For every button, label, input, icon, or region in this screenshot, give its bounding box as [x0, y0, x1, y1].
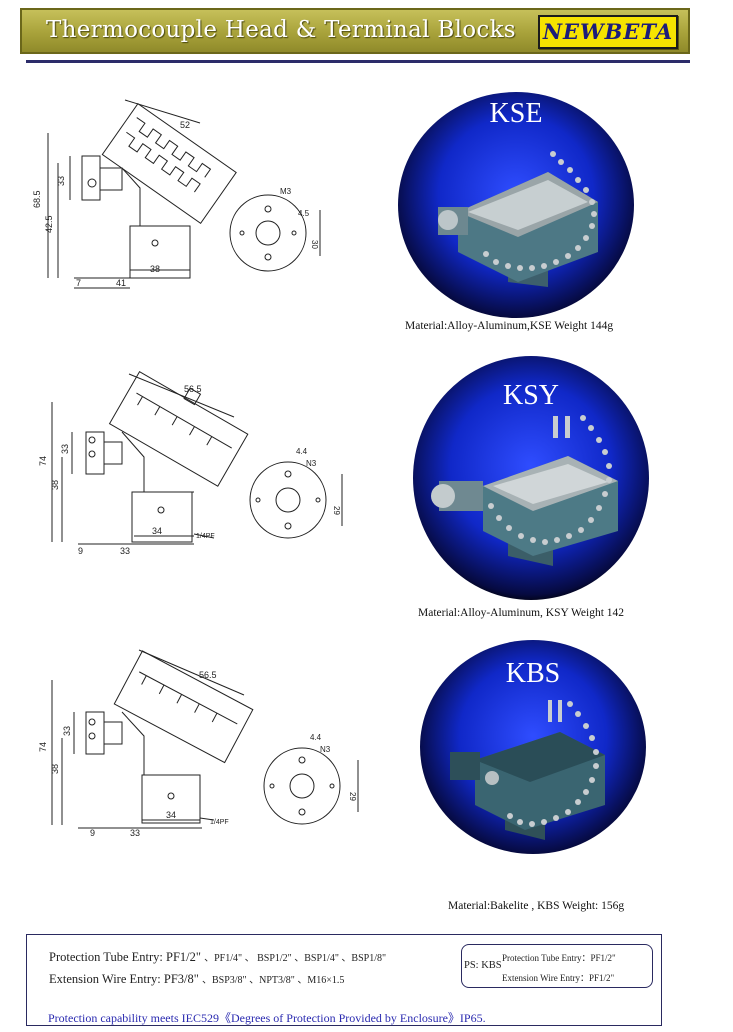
kse-caption: Material:Alloy-Aluminum,KSE Weight 144g: [405, 320, 614, 332]
ksy-caption: Material:Alloy-Aluminum, KSY Weight 142: [418, 607, 625, 619]
kbs-face-width: 29: [348, 792, 357, 801]
ps-wire-entry: Extension Wire Entry：PF1/2": [502, 973, 615, 983]
wire-entry-options: 、BSP3/8" 、NPT3/8" 、M16×1.5: [201, 975, 345, 986]
ps-tube-entry: Protection Tube Entry：PF1/2": [502, 953, 616, 963]
kse-dim-top: 52: [180, 120, 190, 130]
tube-entry-options: 、PF1/4" 、 BSP1/2" 、BSP1/4" 、BSP1/8": [204, 953, 387, 964]
kbs-dim-side: 33: [62, 726, 72, 736]
specifications-box: Protection Tube Entry: PF1/2" 、PF1/4" 、 …: [26, 934, 662, 1026]
header-divider: [26, 60, 690, 63]
kbs-dim-thread: 1/4PF: [210, 819, 229, 826]
tube-entry-label: Protection Tube Entry: PF1/2": [49, 950, 201, 964]
kbs-dim-height: 74: [38, 742, 48, 752]
kbs-dim-base: 34: [166, 810, 176, 820]
kse-dim-side: 33: [56, 176, 66, 186]
ksy-technical-drawing: 56.5 74 38 33 9 33 34 1/4PF 4.4 N3 29: [34, 362, 364, 567]
kbs-dim-mid: 38: [50, 764, 60, 774]
kse-product-photo: KSE: [398, 92, 634, 318]
kbs-face-hole: N3: [320, 745, 331, 754]
kbs-dim-width: 33: [130, 828, 140, 838]
kbs-technical-drawing: 56.5 74 38 33 9 33 34 1/4PF 4.4 N3 29: [34, 640, 364, 845]
kse-dim-width: 41: [116, 278, 126, 288]
kse-dim-height: 68.5: [32, 190, 42, 208]
header-banner: Thermocouple Head & Terminal Blocks NEWB…: [20, 8, 690, 54]
ksy-dim-base: 34: [152, 526, 162, 536]
ksy-face-width: 29: [332, 506, 341, 515]
ksy-product-photo: KSY: [413, 356, 649, 600]
ps-label: PS: KBS: [464, 960, 502, 971]
ksy-dim-height: 74: [38, 456, 48, 466]
kse-face-width: 30: [310, 240, 319, 249]
kse-dim-mid: 42.5: [44, 215, 54, 233]
ksy-face-hole: N3: [306, 459, 317, 468]
ksy-dim-base-left: 9: [78, 546, 83, 556]
brand-logo: NEWBETA: [538, 15, 678, 49]
protection-rating-note: Protection capability meets IEC529《Degre…: [48, 1011, 486, 1025]
kbs-note-box: PS: KBS Protection Tube Entry：PF1/2" Ext…: [461, 944, 653, 988]
kse-dim-base: 38: [150, 264, 160, 274]
ksy-dim-thread: 1/4PF: [196, 533, 215, 540]
page-title: Thermocouple Head & Terminal Blocks: [46, 17, 516, 43]
ksy-dim-mid: 38: [50, 480, 60, 490]
kse-dim-base-left: 7: [76, 278, 81, 288]
ksy-dim-side: 33: [60, 444, 70, 454]
kbs-product-photo: KBS: [420, 640, 646, 854]
kbs-dim-top: 56.5: [199, 670, 217, 680]
kbs-caption: Material:Bakelite , KBS Weight: 156g: [448, 900, 625, 912]
kbs-dim-base-left: 9: [90, 828, 95, 838]
ksy-dim-width: 33: [120, 546, 130, 556]
kbs-face-small: 4.4: [310, 733, 322, 742]
wire-entry-label: Extension Wire Entry: PF3/8": [49, 972, 199, 986]
ksy-dim-top: 56.5: [184, 384, 202, 394]
ksy-face-small: 4.4: [296, 447, 308, 456]
kse-face-small: 4.5: [298, 209, 310, 218]
kbs-label: KBS: [505, 658, 561, 689]
ksy-label: KSY: [502, 380, 559, 411]
tube-entry-line: Protection Tube Entry: PF1/2" 、PF1/4" 、 …: [49, 949, 386, 965]
wire-entry-line: Extension Wire Entry: PF3/8" 、BSP3/8" 、N…: [49, 971, 344, 987]
kse-technical-drawing: 52 68.5 42.5 33 7 41 38 M3 4.5 30: [30, 88, 360, 303]
brand-name: NEWBETA: [542, 19, 674, 44]
kse-label: KSE: [489, 98, 543, 129]
kse-face-hole: M3: [280, 187, 292, 196]
